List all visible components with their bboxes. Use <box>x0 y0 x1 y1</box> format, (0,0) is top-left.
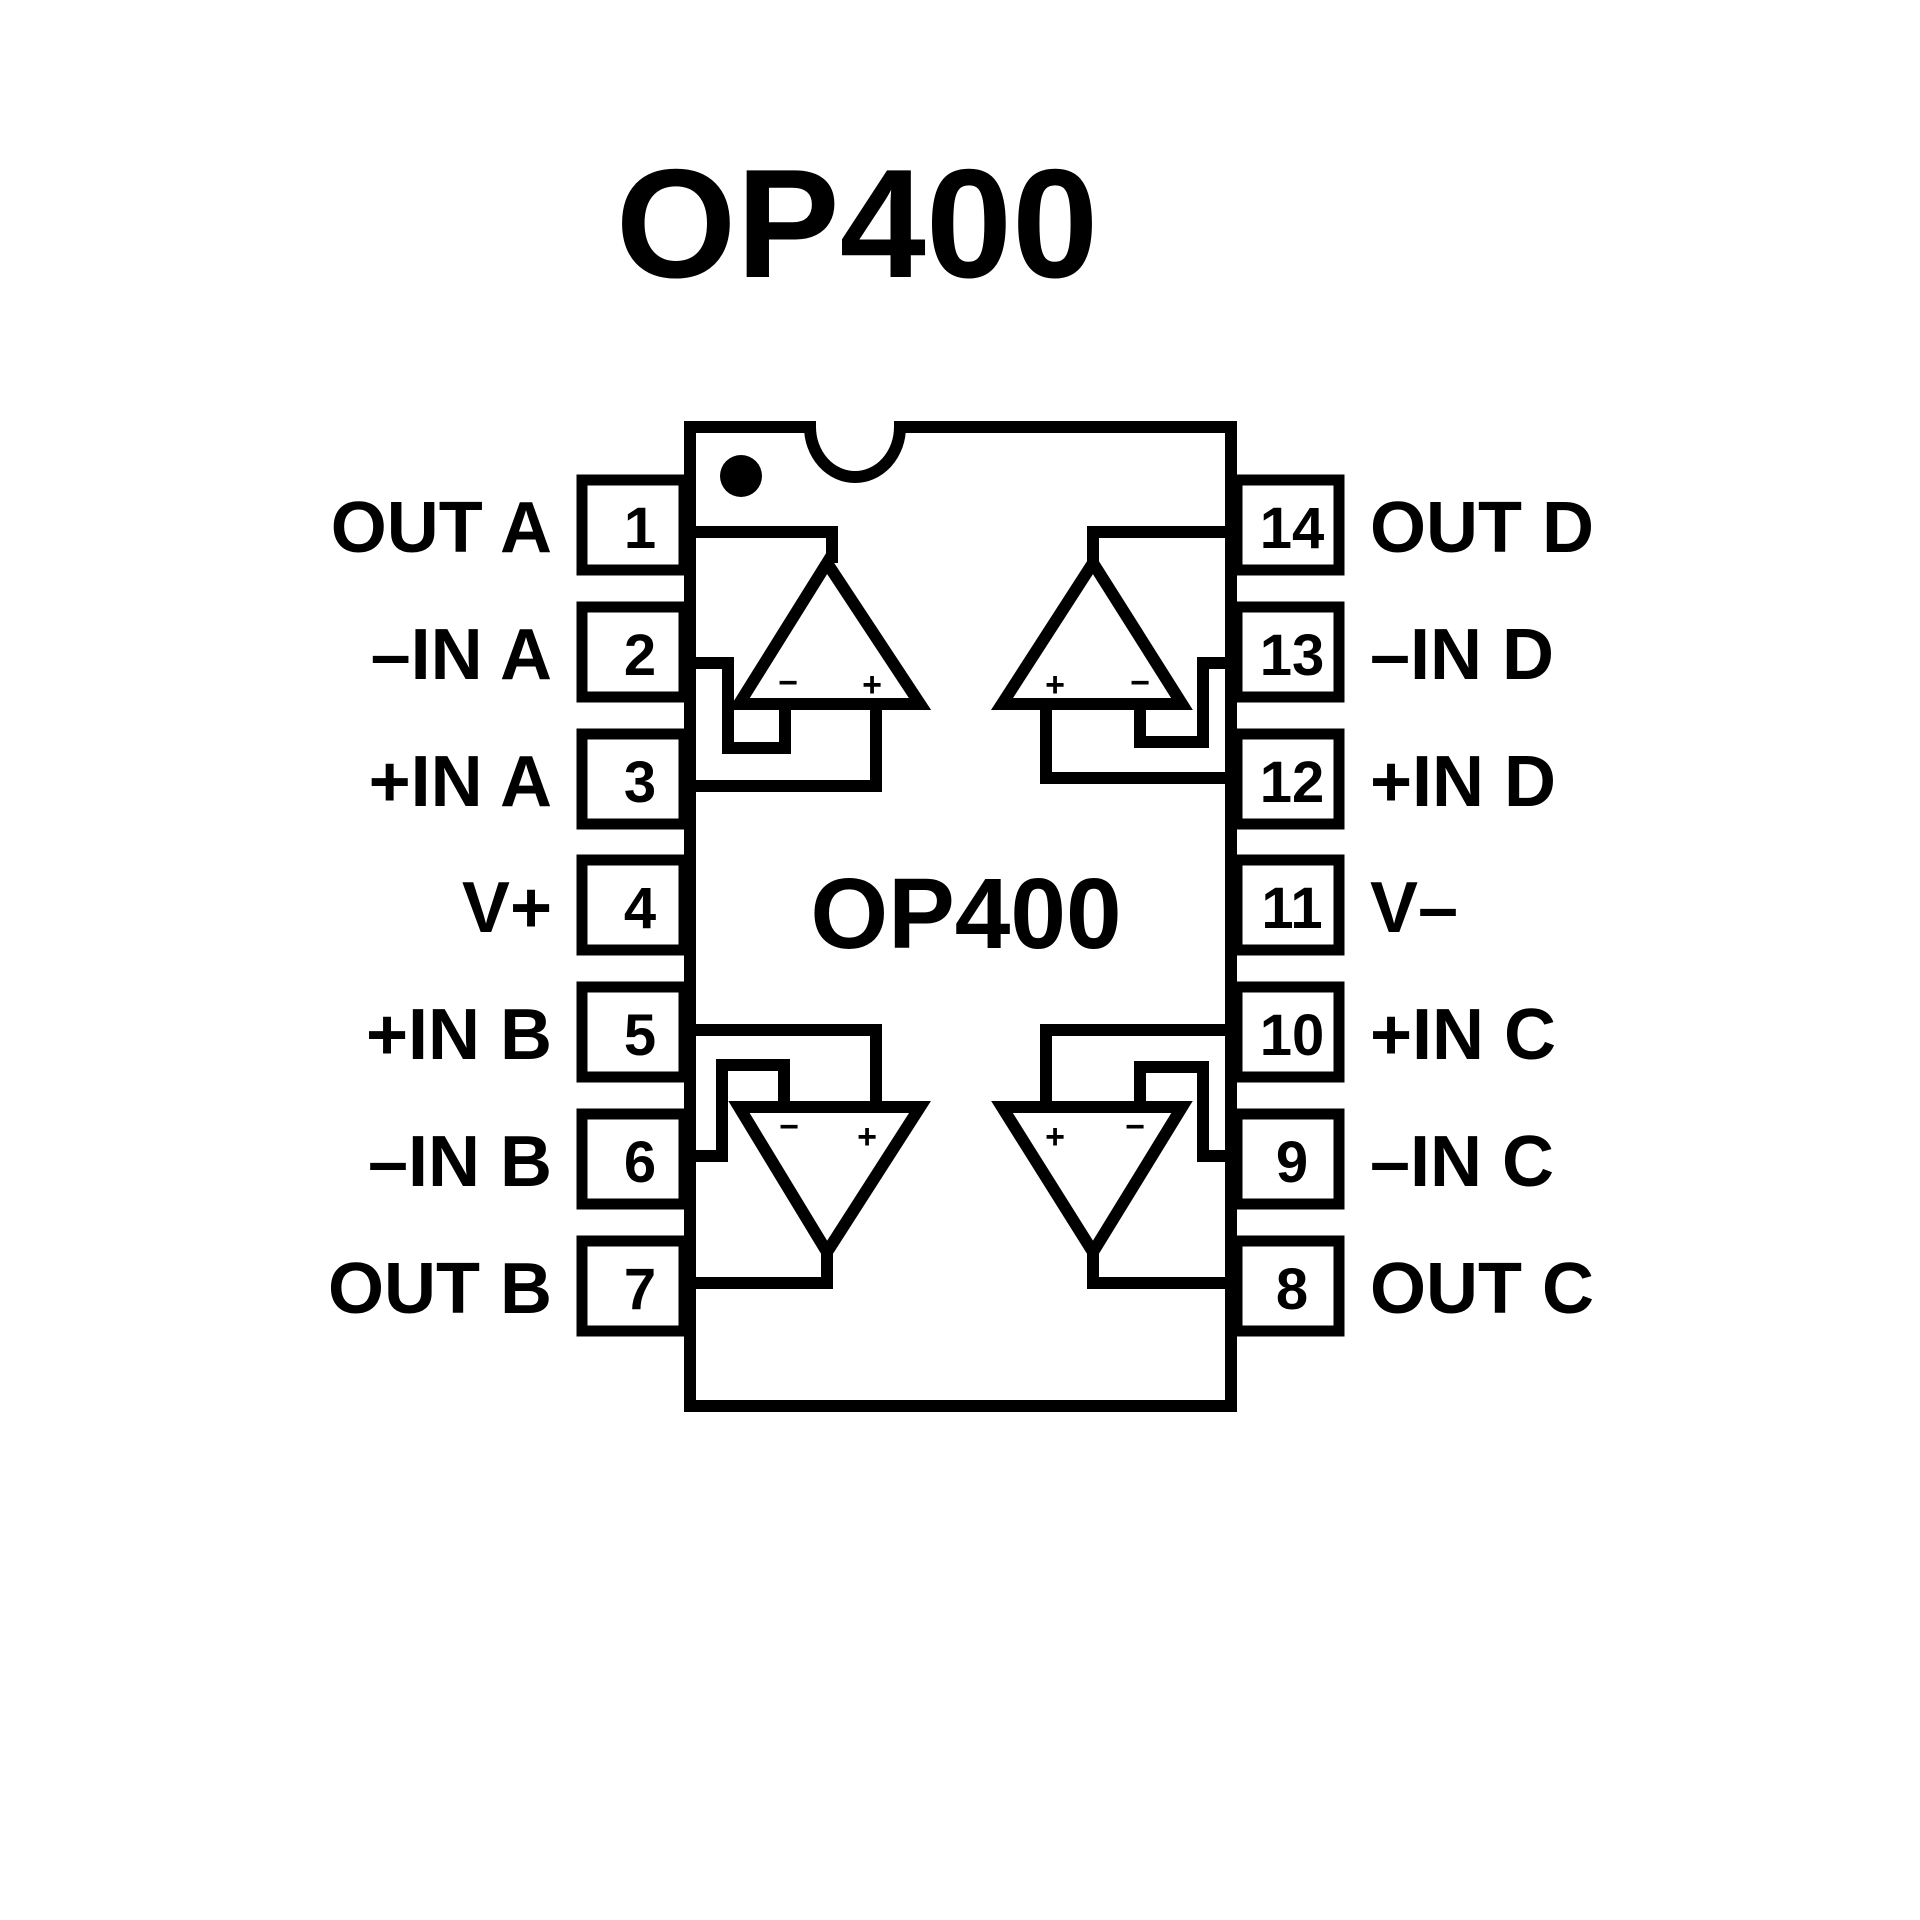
pin-box <box>1231 474 1345 576</box>
pin-6: 6 –IN B <box>368 1108 690 1210</box>
pin-box <box>1231 854 1345 956</box>
pin-box <box>1231 981 1345 1083</box>
pin-number: 1 <box>624 496 656 561</box>
pin-number: 11 <box>1261 876 1322 941</box>
pin-box <box>576 728 690 830</box>
pin-number: 10 <box>1260 1003 1325 1068</box>
pin-box <box>576 981 690 1083</box>
pin-box <box>1231 601 1345 703</box>
pin-number: 6 <box>624 1130 656 1195</box>
wire-minus-in-b <box>690 1059 790 1162</box>
pin-label: OUT B <box>328 1249 552 1329</box>
pin-box <box>576 601 690 703</box>
diagram-title: OP400 <box>616 137 1099 310</box>
wire-plus-in-c <box>1040 1024 1231 1107</box>
pin-number: 12 <box>1260 750 1325 815</box>
pin-label: –IN A <box>371 615 552 695</box>
pin-label: +IN C <box>1370 995 1556 1075</box>
opamp-d-plus-symbol: + <box>1045 666 1065 704</box>
pin-box <box>576 474 690 576</box>
pin-label: +IN A <box>369 742 552 822</box>
opamp-a-minus-symbol: − <box>778 664 798 702</box>
wire-minus-in-d <box>1134 657 1231 748</box>
pin-3: 3 +IN A <box>369 728 690 830</box>
chip-outline <box>684 421 1237 1412</box>
pin-2: 2 –IN A <box>371 601 690 703</box>
pin-label: OUT C <box>1370 1249 1594 1329</box>
pin-13: 13 –IN D <box>1231 601 1554 703</box>
opamp-c-plus-symbol: + <box>1045 1118 1065 1156</box>
opamp-c-minus-symbol: − <box>1125 1108 1145 1146</box>
pin-box <box>576 854 690 956</box>
opamp-b-triangle <box>728 1101 931 1264</box>
pin-number: 9 <box>1276 1130 1308 1195</box>
pin-11: 11 V– <box>1231 854 1458 956</box>
wire-out-c <box>1087 1252 1231 1289</box>
wire-out-b <box>690 1252 833 1289</box>
pin-label: OUT A <box>331 488 552 568</box>
opamp-d-triangle <box>990 551 1193 710</box>
pin-1: 1 OUT A <box>331 474 690 576</box>
pin-label: –IN B <box>368 1122 552 1202</box>
pin-7: 7 OUT B <box>328 1235 690 1337</box>
pin-label: –IN C <box>1370 1122 1554 1202</box>
pin-box <box>1231 728 1345 830</box>
pin-10: 10 +IN C <box>1231 981 1556 1083</box>
pin-12: 12 +IN D <box>1231 728 1556 830</box>
wire-out-d <box>1087 526 1231 563</box>
pin-number: 8 <box>1276 1257 1308 1322</box>
pin-5: 5 +IN B <box>366 981 690 1083</box>
pin-number: 13 <box>1260 623 1325 688</box>
pin-number: 14 <box>1260 496 1325 561</box>
wire-minus-in-c <box>1134 1061 1231 1162</box>
pin1-indicator-dot <box>720 455 762 497</box>
pin-14: 14 OUT D <box>1231 474 1594 576</box>
opamp-d-minus-symbol: − <box>1130 664 1150 702</box>
wire-plus-in-d <box>1040 706 1231 784</box>
pin-box <box>576 1108 690 1210</box>
pin-8: 8 OUT C <box>1231 1235 1594 1337</box>
chip-part-number: OP400 <box>810 858 1121 970</box>
wire-plus-in-b <box>690 1024 882 1107</box>
pin-9: 9 –IN C <box>1231 1108 1554 1210</box>
pin-box <box>576 1235 690 1337</box>
opamp-b-plus-symbol: + <box>857 1118 877 1156</box>
pins: 1 OUT A 2 –IN A 3 +IN A 4 V+ 5 +IN B 6 –IN B 7 OUT B 8… <box>328 474 1594 1337</box>
pin-box <box>1231 1108 1345 1210</box>
pin-label: +IN B <box>366 995 552 1075</box>
pin-number: 5 <box>624 1003 656 1068</box>
wire-minus-in-a <box>690 657 791 754</box>
chip-body <box>684 421 1237 1412</box>
pin-label: V– <box>1370 868 1458 948</box>
wire-plus-in-a <box>690 706 882 792</box>
opamp-a-plus-symbol: + <box>862 666 882 704</box>
pin-number: 7 <box>624 1257 656 1322</box>
pin-number: 3 <box>624 750 656 815</box>
pin-number: 2 <box>624 623 656 688</box>
pin-label: V+ <box>462 868 552 948</box>
pin-label: –IN D <box>1370 615 1554 695</box>
opamp-c-triangle <box>991 1101 1193 1264</box>
opamp-a-triangle <box>728 551 932 710</box>
pin-number: 4 <box>624 876 656 941</box>
pin-4: 4 V+ <box>462 854 690 956</box>
pin-box <box>1231 1235 1345 1337</box>
opamp-b-minus-symbol: − <box>779 1108 799 1146</box>
pin-label: +IN D <box>1370 742 1556 822</box>
wire-out-a <box>690 526 838 563</box>
pin-label: OUT D <box>1370 488 1594 568</box>
